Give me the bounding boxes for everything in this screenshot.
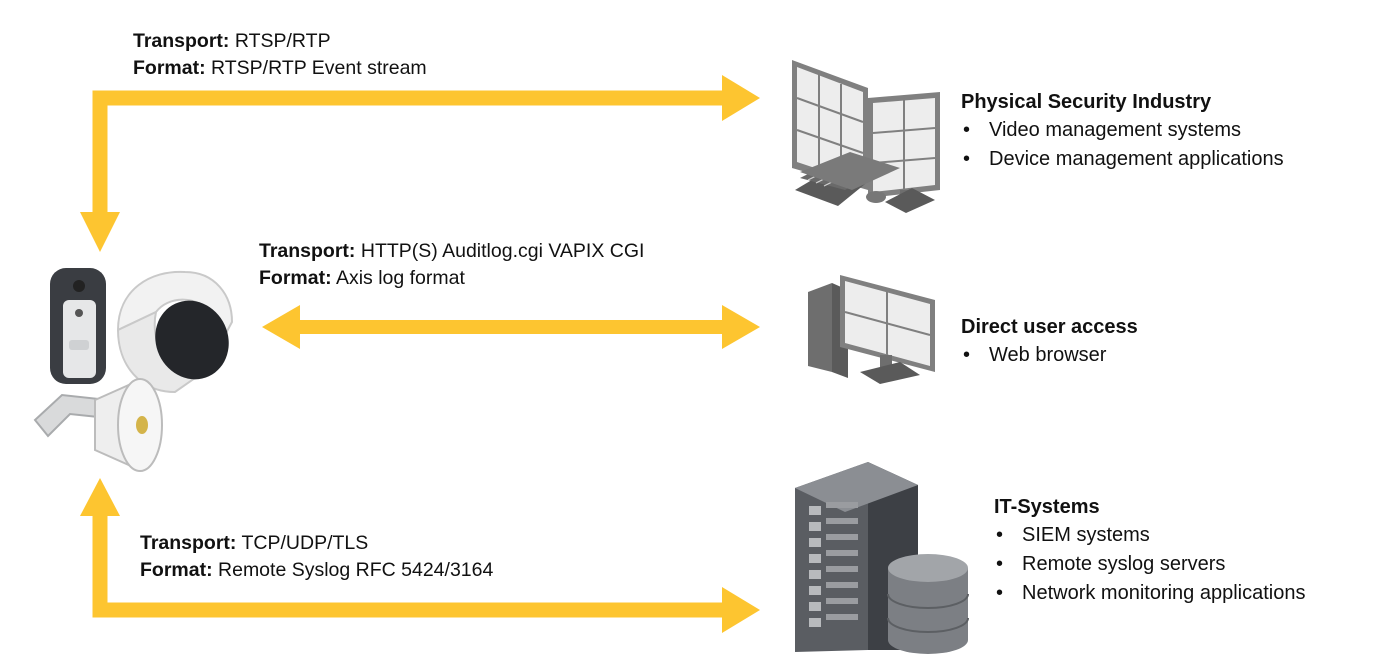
arrow-http	[262, 305, 760, 349]
transport-value: RTSP/RTP	[234, 30, 331, 52]
list-item: Video management systems	[961, 116, 1284, 145]
transport-line: Transport: TCP/UDP/TLS	[140, 530, 493, 557]
transport-value: TCP/UDP/TLS	[241, 532, 369, 554]
transport-key: Transport:	[140, 532, 237, 554]
link-label-http: Transport: HTTP(S) Auditlog.cgi VAPIX CG…	[259, 238, 644, 292]
format-value: Remote Syslog RFC 5424/3164	[218, 559, 494, 581]
intercom-icon	[50, 268, 106, 384]
server-rack-database-icon	[795, 462, 969, 654]
format-value: Axis log format	[335, 267, 465, 289]
target-title-direct-user-access: Direct user access	[961, 316, 1138, 338]
target-list-it-systems: SIEM systems Remote syslog servers Netwo…	[994, 521, 1305, 608]
transport-value: HTTP(S) Auditlog.cgi VAPIX CGI	[360, 240, 645, 262]
transport-line: Transport: RTSP/RTP	[133, 28, 427, 55]
target-title-it-systems: IT-Systems	[994, 496, 1100, 518]
list-item: SIEM systems	[994, 521, 1305, 550]
dual-monitor-workstation-icon	[792, 60, 940, 213]
arrow-syslog	[80, 478, 760, 633]
list-item: Web browser	[961, 341, 1106, 370]
target-list-direct-user-access: Web browser	[961, 341, 1106, 370]
format-line: Format: Axis log format	[259, 265, 644, 292]
target-list-physical-security: Video management systems Device manageme…	[961, 116, 1284, 174]
format-key: Format:	[140, 559, 213, 581]
transport-key: Transport:	[133, 30, 230, 52]
list-item: Device management applications	[961, 145, 1284, 174]
list-item: Network monitoring applications	[994, 579, 1305, 608]
format-line: Format: RTSP/RTP Event stream	[133, 55, 427, 82]
link-label-rtsp: Transport: RTSP/RTP Format: RTSP/RTP Eve…	[133, 28, 427, 82]
format-value: RTSP/RTP Event stream	[211, 57, 427, 79]
format-line: Format: Remote Syslog RFC 5424/3164	[140, 557, 493, 584]
list-item: Remote syslog servers	[994, 550, 1305, 579]
format-key: Format:	[133, 57, 206, 79]
transport-key: Transport:	[259, 240, 356, 262]
transport-line: Transport: HTTP(S) Auditlog.cgi VAPIX CG…	[259, 238, 644, 265]
horn-speaker-icon	[33, 378, 163, 472]
arrow-rtsp	[80, 75, 760, 252]
dome-camera-icon	[116, 270, 234, 394]
format-key: Format:	[259, 267, 332, 289]
desktop-computer-icon	[808, 275, 935, 384]
target-title-physical-security: Physical Security Industry	[961, 91, 1212, 113]
link-label-syslog: Transport: TCP/UDP/TLS Format: Remote Sy…	[140, 530, 493, 584]
